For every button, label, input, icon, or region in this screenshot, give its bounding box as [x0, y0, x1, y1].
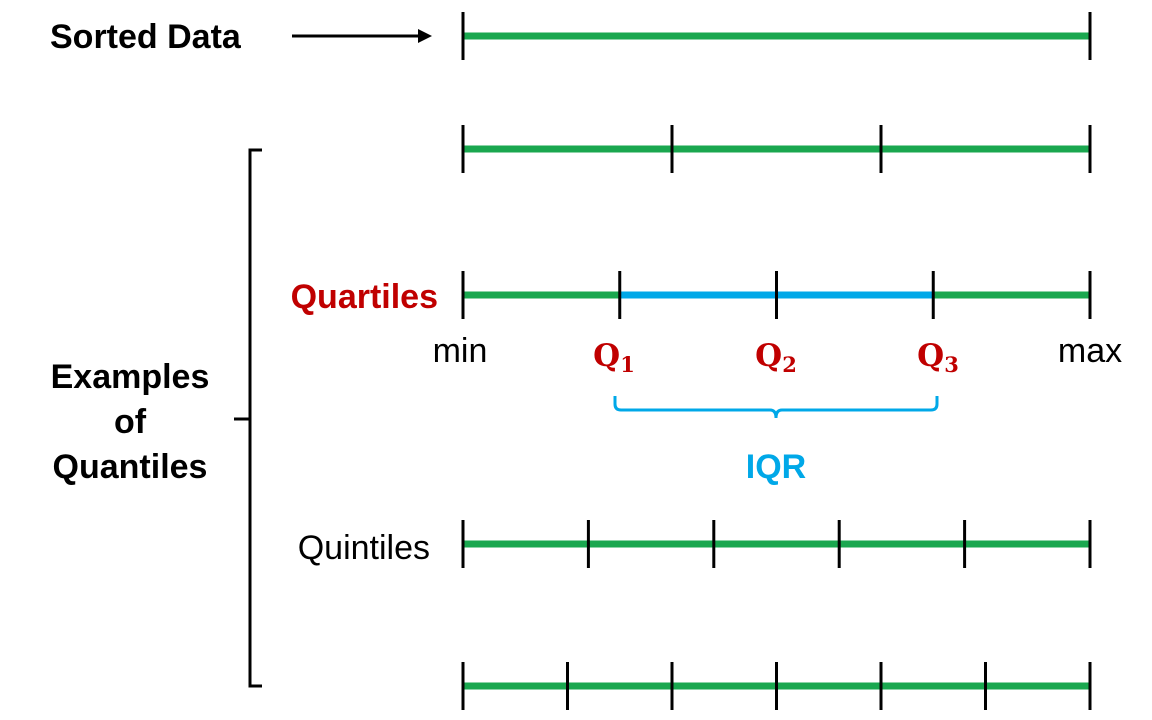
left-bracket	[234, 148, 262, 688]
max-label: max	[1058, 332, 1122, 370]
iqr-brace	[613, 396, 939, 419]
number-lines	[461, 12, 1092, 710]
examples-label-line3: Quantiles	[53, 448, 208, 486]
quintiles-label: Quintiles	[298, 529, 430, 567]
q2-label: Q2	[755, 338, 797, 377]
sorted-data-label: Sorted Data	[50, 18, 242, 56]
q1-label: Q1	[593, 338, 635, 377]
min-label: min	[433, 332, 488, 370]
examples-label-line1: Examples	[51, 358, 210, 396]
examples-label-line2: of	[114, 403, 147, 441]
q3-label: Q3	[917, 338, 959, 377]
quartiles-label: Quartiles	[291, 278, 438, 316]
arrow-icon	[292, 29, 432, 43]
iqr-label: IQR	[746, 448, 806, 486]
